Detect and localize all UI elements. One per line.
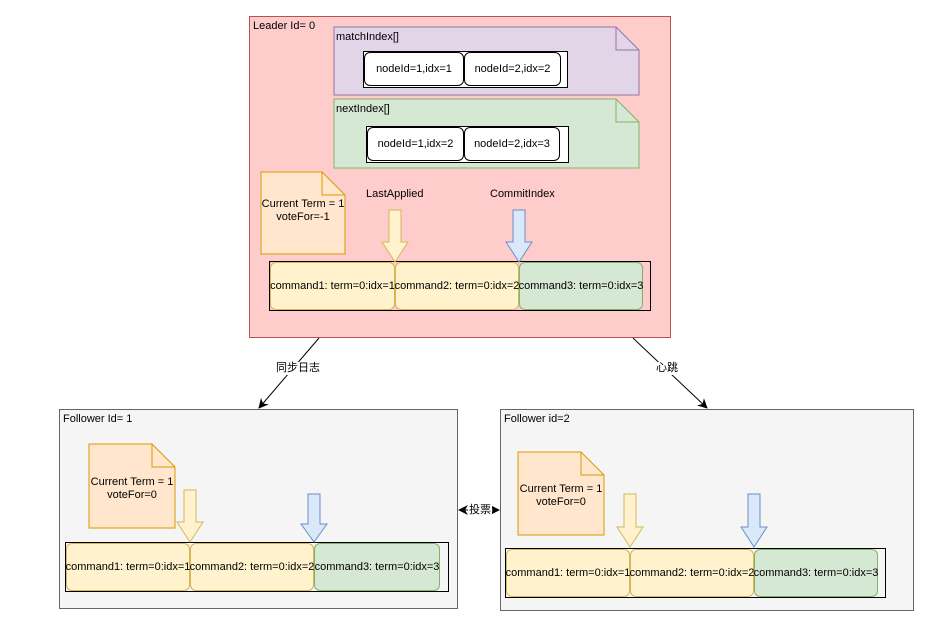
- follower1-state-text: Current Term = 1 voteFor=0: [89, 476, 175, 502]
- follower2-log-entry-3: command3: term=0:idx=3: [754, 549, 878, 597]
- follower2-log-frame: [505, 548, 886, 598]
- next-index-label: nextIndex[]: [336, 103, 390, 115]
- commit-index-label: CommitIndex: [490, 188, 555, 200]
- match-index-label: matchIndex[]: [336, 31, 399, 43]
- sync-log-label: 同步日志: [276, 362, 320, 375]
- match-index-item: nodeId=1,idx=1: [364, 52, 464, 86]
- next-index-item: nodeId=1,idx=2: [367, 127, 464, 161]
- leader-log-entry-3: command3: term=0:idx=3: [519, 262, 643, 310]
- follower2-log-entry-2: command2: term=0:idx=2: [630, 549, 754, 597]
- heartbeat-label: 心跳: [656, 362, 678, 375]
- vote-label: 投票: [468, 504, 492, 517]
- leader-log-frame: [269, 261, 651, 311]
- leader-log-entry-1: command1: term=0:idx=1: [270, 262, 395, 310]
- follower1-title: Follower Id= 1: [63, 413, 133, 425]
- match-index-item: nodeId=2,idx=2: [464, 52, 561, 86]
- follower2-current-term: Current Term = 1: [519, 483, 603, 495]
- follower1-log-frame: [65, 542, 449, 592]
- follower1-current-term: Current Term = 1: [90, 476, 174, 488]
- follower1-vote-for: voteFor=0: [107, 489, 157, 501]
- next-index-item: nodeId=2,idx=3: [464, 127, 560, 161]
- last-applied-label: LastApplied: [366, 188, 424, 200]
- leader-current-term: Current Term = 1: [261, 198, 345, 210]
- follower2-title: Follower id=2: [504, 413, 570, 425]
- follower2-log-entry-1: command1: term=0:idx=1: [506, 549, 630, 597]
- leader-title: Leader Id= 0: [253, 20, 316, 32]
- leader-log-entry-2: command2: term=0:idx=2: [395, 262, 519, 310]
- follower2-vote-for: voteFor=0: [536, 496, 586, 508]
- follower1-log-entry-3: command3: term=0:idx=3: [314, 543, 440, 591]
- leader-state-text: Current Term = 1 voteFor=-1: [261, 198, 345, 224]
- follower1-log-entry-2: command2: term=0:idx=2: [190, 543, 314, 591]
- follower1-log-entry-1: command1: term=0:idx=1: [66, 543, 190, 591]
- leader-vote-for: voteFor=-1: [276, 211, 330, 223]
- follower2-state-text: Current Term = 1 voteFor=0: [518, 483, 604, 509]
